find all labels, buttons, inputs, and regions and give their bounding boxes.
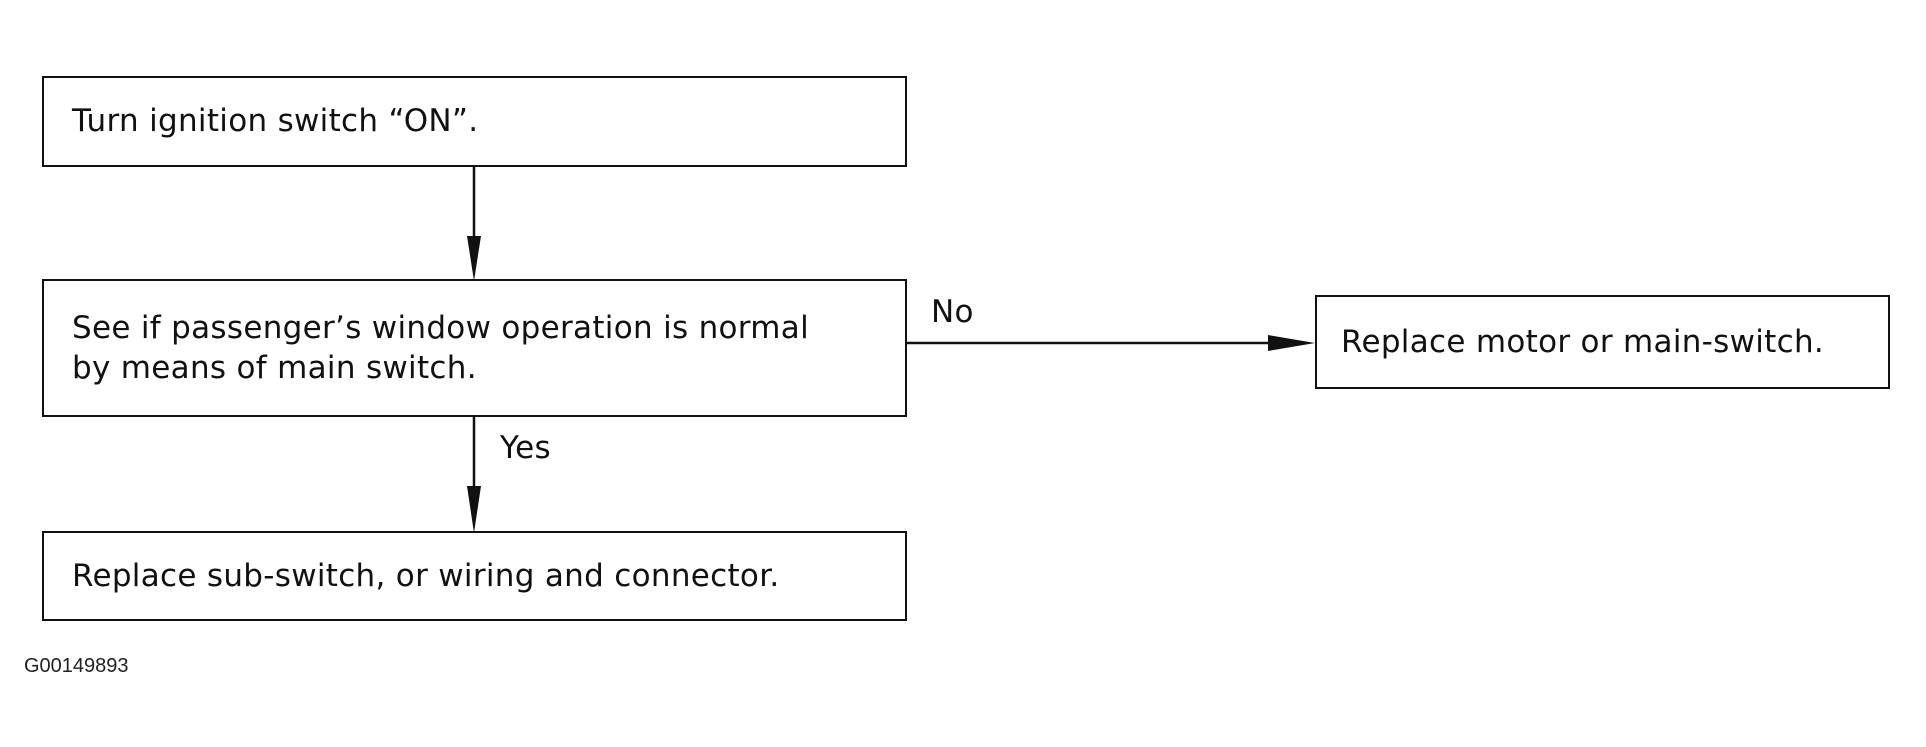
no-action-box: Replace motor or main-switch. <box>1315 295 1890 389</box>
arrowhead-yes-branch <box>467 486 481 533</box>
arrowhead-start-to-check <box>467 236 481 281</box>
yes-branch-label: Yes <box>500 430 551 466</box>
decision-text: See if passenger’s window operation is n… <box>72 309 810 386</box>
arrowhead-no-branch <box>1268 335 1315 351</box>
start-step-box: Turn ignition switch “ON”. <box>42 76 907 167</box>
figure-id: G00149893 <box>24 655 129 677</box>
yes-action-box: Replace sub-switch, or wiring and connec… <box>42 531 907 621</box>
no-branch-label: No <box>931 294 974 330</box>
start-step-text: Turn ignition switch “ON”. <box>72 103 479 140</box>
yes-action-text: Replace sub-switch, or wiring and connec… <box>72 557 780 594</box>
decision-box: See if passenger’s window operation is n… <box>42 279 907 417</box>
no-action-text: Replace motor or main-switch. <box>1341 323 1825 360</box>
